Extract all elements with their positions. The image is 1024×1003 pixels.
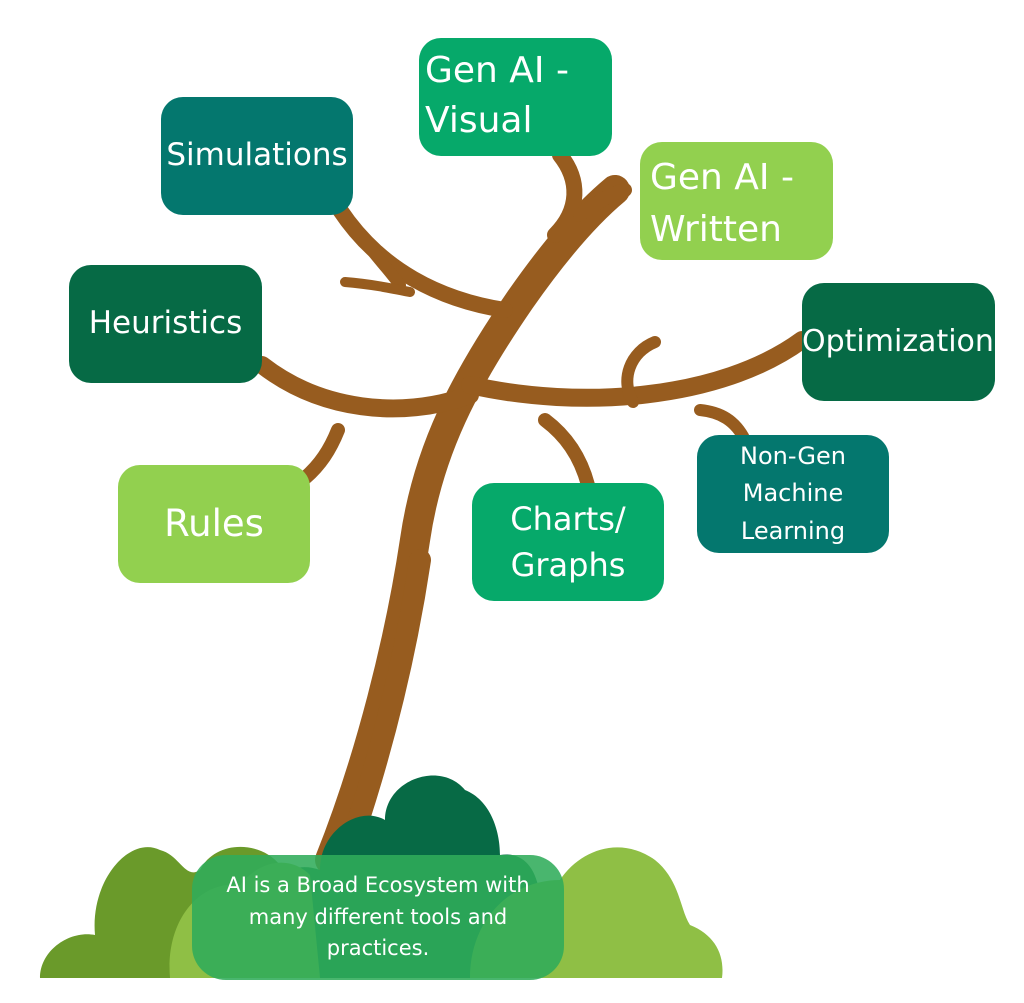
branch-gen-ai-written	[573, 183, 632, 222]
branch-optimization	[461, 331, 811, 407]
node-charts-graphs: Charts/ Graphs	[472, 483, 664, 601]
branch-charts	[538, 413, 595, 492]
node-optimization: Optimization	[802, 283, 995, 401]
node-non-gen-machine-learning: Non-Gen Machine Learning	[697, 435, 889, 553]
branch-rules	[298, 423, 345, 485]
node-charts-graphs-label: Charts/ Graphs	[510, 499, 626, 584]
node-rules: Rules	[118, 465, 310, 583]
node-gen-ai-written-label: Gen AI - Written	[650, 157, 794, 251]
caption-box: AI is a Broad Ecosystem with many differ…	[192, 855, 564, 980]
node-rules-label: Rules	[164, 501, 264, 545]
branch-optimization-curl	[621, 336, 661, 408]
branch-simulations-twig2	[340, 277, 415, 297]
node-simulations: Simulations	[161, 97, 353, 215]
caption-text: AI is a Broad Ecosystem with many differ…	[226, 873, 530, 961]
node-gen-ai-visual-label: Gen AI - Visual	[425, 50, 569, 142]
branch-heuristics	[253, 356, 479, 418]
node-heuristics-label: Heuristics	[88, 305, 243, 342]
branch-gen-ai-visual	[547, 147, 583, 243]
node-gen-ai-written: Gen AI - Written	[640, 142, 833, 260]
branch-simulations	[332, 202, 513, 318]
branch-simulations-twig	[359, 234, 406, 291]
node-simulations-label: Simulations	[166, 137, 348, 174]
node-heuristics: Heuristics	[69, 265, 262, 383]
node-non-gen-machine-learning-label: Non-Gen Machine Learning	[740, 442, 846, 545]
node-optimization-label: Optimization	[802, 324, 994, 359]
node-gen-ai-visual: Gen AI - Visual	[419, 38, 612, 156]
